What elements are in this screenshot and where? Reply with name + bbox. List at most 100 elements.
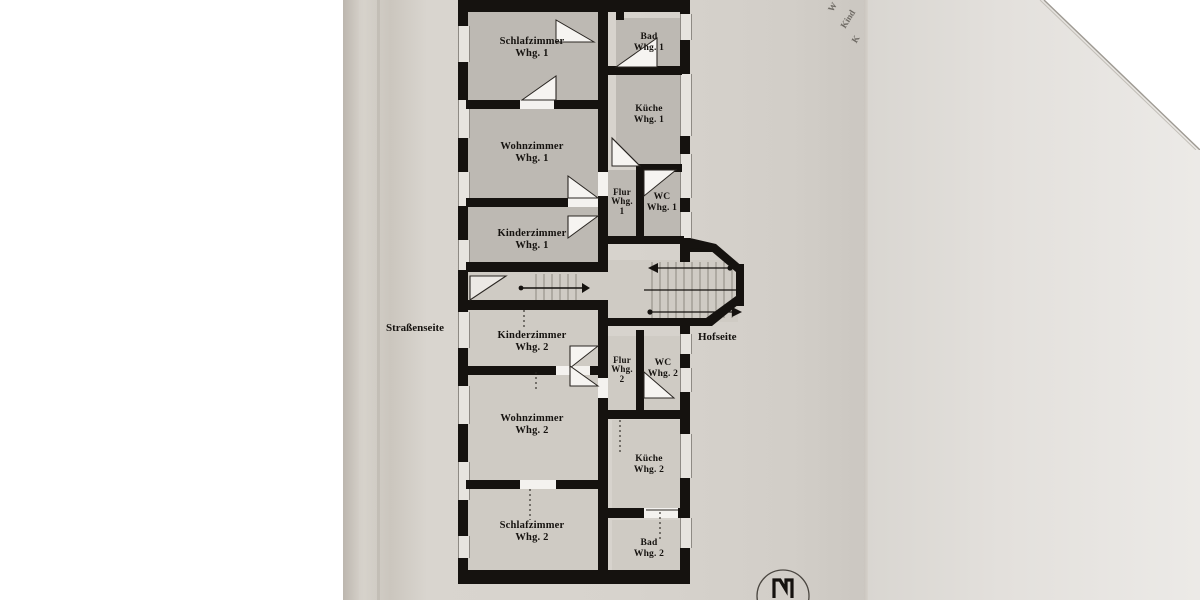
window-right-1 [680, 14, 692, 40]
room-name: WC [654, 358, 672, 369]
wall-exterior-top [458, 0, 690, 12]
door-gap-wohnzimmer-2 [556, 366, 590, 375]
door-gap-schlafzimmer-2 [520, 480, 556, 489]
room-unit: Whg. 2 [633, 549, 665, 559]
room-label-kueche-2: Küche Whg. 2 [612, 448, 686, 482]
wall-kinderzimmer-wohnzimmer-2 [466, 366, 598, 375]
wall-right-pier-2 [680, 40, 690, 74]
room-label-wohnzimmer-2: Wohnzimmer Whg. 2 [466, 405, 598, 445]
wall-kinderzimmer-flur-1 [466, 262, 598, 272]
wall-right-pier-9 [680, 478, 690, 518]
room-label-bad-2: Bad Whg. 2 [612, 532, 686, 566]
window-left-6 [458, 386, 470, 424]
window-left-5 [458, 312, 470, 348]
room-name: Bad [640, 538, 658, 549]
room-name: Bad [640, 32, 658, 43]
room-unit: Whg. 1 [646, 203, 678, 213]
room-name: Küche [635, 454, 663, 465]
page-showthrough-text [352, 258, 355, 268]
room-label-schlafzimmer-2: Schlafzimmer Whg. 2 [466, 512, 598, 552]
window-right-3 [680, 154, 692, 198]
room-unit: Whg. 2 [515, 532, 549, 543]
room-unit: Whg. 1 [515, 153, 549, 164]
wall-exterior-bottom [458, 570, 690, 584]
window-left-2 [458, 100, 470, 138]
book-gutter-line [377, 0, 380, 600]
room-label-schlafzimmer-1: Schlafzimmer Whg. 1 [466, 28, 598, 68]
room-unit-number: 2 [619, 373, 625, 384]
wall-right-pier-10 [680, 548, 690, 584]
door-gap-wohnzimmer-1 [568, 198, 598, 207]
wall-left-pier-2 [458, 62, 468, 100]
room-name: Schlafzimmer [499, 36, 565, 48]
page-tear-line [1039, 0, 1200, 150]
room-label-kinderzimmer-2: Kinderzimmer Whg. 2 [466, 322, 598, 362]
room-name: WC [653, 192, 671, 203]
wall-flur-wc-1-south [608, 236, 684, 244]
room-unit: Whg. 2 [515, 425, 549, 436]
wall-left-pier-8 [458, 500, 468, 536]
room-unit: Whg. 2 [647, 369, 679, 379]
wall-flur-wc-2 [636, 330, 644, 414]
wall-left-pier-9 [458, 558, 468, 584]
door-gap-bad-2 [644, 508, 678, 518]
room-label-wohnzimmer-1: Wohnzimmer Whg. 1 [466, 133, 598, 173]
fill-kueche-2 [612, 420, 686, 516]
room-label-flur-1: Flur Whg. 1 [605, 180, 639, 224]
room-name: Küche [635, 104, 663, 115]
room-unit: Whg. 2 [633, 465, 665, 475]
door-gap-flur-1-west [598, 172, 608, 196]
wall-left-pier-5 [458, 270, 468, 312]
room-label-wc-1: WC Whg. 1 [640, 186, 684, 220]
wall-left-pier-3 [458, 138, 468, 172]
room-label-kinderzimmer-1: Kinderzimmer Whg. 1 [466, 220, 598, 260]
room-name: Wohnzimmer [500, 141, 564, 153]
door-gap-schlafzimmer-1 [520, 100, 554, 109]
room-unit: Whg. [611, 364, 633, 375]
wall-kueche-wc-1 [636, 164, 682, 172]
wall-bad-1-west-stub [616, 10, 624, 20]
wall-wohnzimmer-kinderzimmer-1 [466, 198, 598, 207]
wall-flur-wc-1 [636, 164, 644, 242]
room-name: Flur [613, 186, 631, 197]
fill-bad-2 [612, 520, 686, 570]
wall-landing-south [466, 300, 608, 310]
door-gap-flur-2-west [598, 378, 608, 398]
window-right-5 [680, 334, 692, 354]
wall-spine-lower-2 [598, 398, 608, 584]
wall-right-pier-4 [680, 198, 690, 212]
wall-stair-south [608, 318, 688, 326]
fill-schlafzimmer-2 [466, 488, 598, 570]
label-strassenseite: Straßenseite [386, 322, 445, 334]
wall-flur-kueche-2 [608, 410, 688, 419]
label-hofseite: Hofseite [698, 331, 737, 343]
wall-left-pier-1 [458, 0, 468, 26]
room-unit: Whg. 1 [633, 43, 665, 53]
window-right-8 [680, 518, 692, 548]
window-left-3 [458, 172, 470, 206]
room-name: Kinderzimmer [497, 330, 567, 342]
wall-spine-upper [598, 0, 608, 172]
wall-right-pier-1 [680, 0, 690, 14]
room-unit-number: 1 [619, 205, 625, 216]
room-unit: Whg. 1 [633, 115, 665, 125]
fill-stairwell [608, 260, 738, 322]
wall-stair-north [684, 244, 716, 252]
wall-spine-lower-1 [598, 306, 608, 378]
fill-flur-1 [608, 170, 640, 242]
room-label-kueche-1: Küche Whg. 1 [616, 98, 682, 132]
fill-wohnzimmer-2 [466, 372, 598, 482]
room-name: Schlafzimmer [499, 520, 565, 532]
wall-bad-kueche-1 [608, 66, 682, 75]
wall-stair-east [736, 264, 744, 306]
room-name: Kinderzimmer [497, 228, 567, 240]
room-label-bad-1: Bad Whg. 1 [616, 26, 682, 60]
wall-left-pier-6 [458, 348, 468, 386]
window-left-1 [458, 26, 470, 62]
wall-left-pier-4 [458, 206, 468, 240]
wall-left-pier-7 [458, 424, 468, 462]
room-name: Flur [613, 354, 631, 365]
wall-right-pier-3 [680, 136, 690, 154]
room-unit: Whg. [611, 196, 633, 207]
